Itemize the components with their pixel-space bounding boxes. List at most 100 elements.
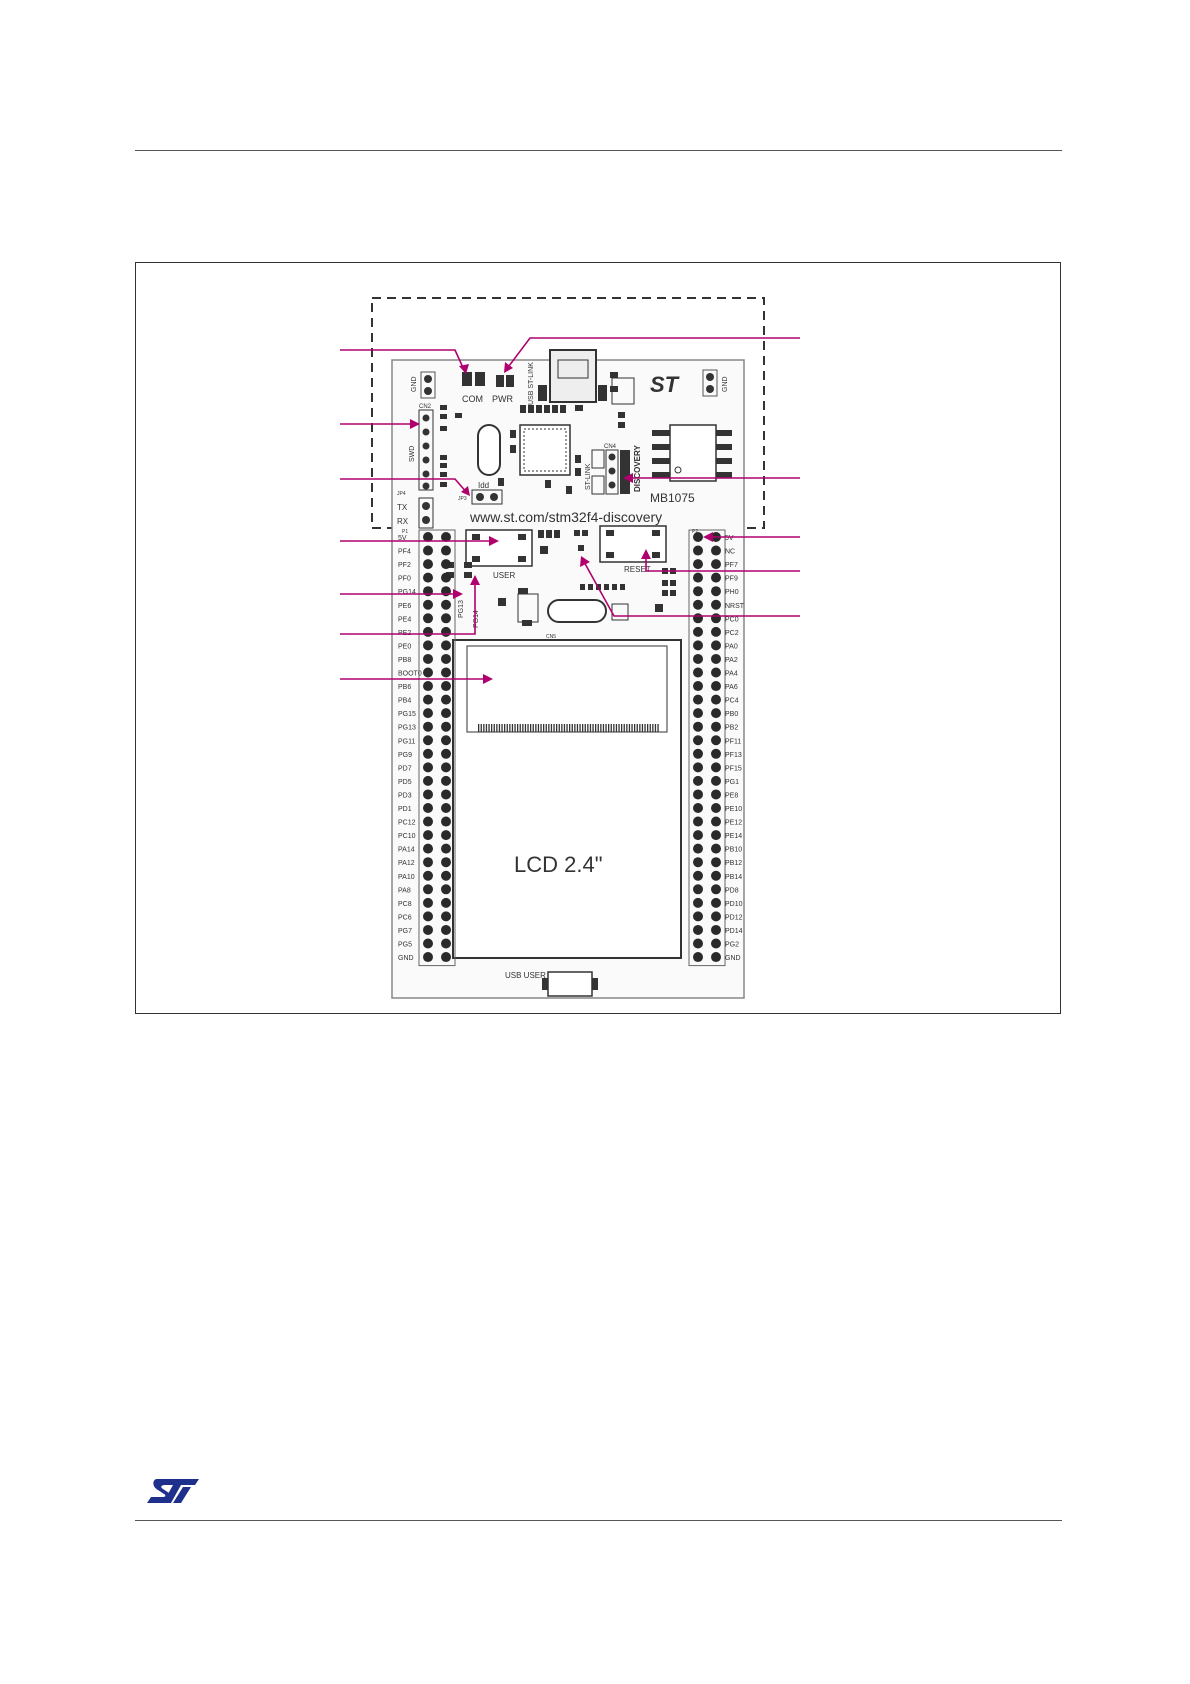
pg14-label: PG14 [473,610,480,628]
lcd-pin [600,724,602,732]
header-pin [711,708,721,719]
header-pin [693,708,703,719]
board-st-logo: ST [650,372,680,397]
pin-label: PF0 [398,576,411,583]
pin-label: PE10 [725,806,742,813]
pin-label: PG15 [398,711,416,718]
cn4-jumpers [591,449,630,495]
pin-label: PD1 [398,806,412,813]
pin-label: PA6 [725,684,738,691]
pin-label: PF4 [398,549,411,556]
usb-stlink-label: USB ST-LINK [528,362,535,405]
pin-label: PB2 [725,725,738,732]
header-pin [711,870,721,881]
header-pin [423,694,433,705]
pin-label: PD5 [398,779,412,786]
header-pin [423,911,433,922]
pin-label: PG11 [398,738,415,745]
header-pin [423,830,433,841]
pin-label: PC6 [398,914,412,921]
header-pin [711,586,721,597]
usb-user-label: USB USER [505,971,546,980]
lcd-pin [654,724,657,732]
lcd-pin-strip [478,724,659,732]
header-pin [441,681,451,692]
header-pin [711,640,721,651]
lcd-pin [488,724,490,732]
lcd-pin [550,724,553,732]
header-pin [693,586,703,597]
header-pin [441,884,451,895]
pin-label: PF11 [725,738,741,745]
header-pin [711,613,721,624]
lcd-pin [511,724,514,732]
pwr-led-2 [506,375,514,387]
header-pin [711,816,721,827]
jp1-jumper [420,371,436,399]
header-pin [441,830,451,841]
pin-label: PC10 [398,833,416,840]
header-pin [693,626,703,637]
header-pin [423,762,433,773]
pin-label: PF2 [398,562,411,569]
jp2-jumper [702,369,718,397]
callout-arrowheads [410,362,713,684]
header-pin [423,748,433,759]
lcd-pin [480,724,482,732]
header-pin [711,694,721,705]
pin-label: PE4 [398,616,411,623]
reset-label: RESET [624,565,651,574]
pin-label: NC [725,549,735,556]
header-pin [693,748,703,759]
lcd-pin [522,724,524,732]
pin-label: PE0 [398,643,411,650]
user-button [465,529,533,567]
header-pin [441,748,451,759]
lcd-pin [602,724,605,732]
lcd-pin [636,724,638,732]
header-pin [711,830,721,841]
header-pin [423,775,433,786]
header-pin [441,803,451,813]
header-pin [423,613,433,624]
header-pin [693,938,703,949]
usb-stlink-pad [598,385,607,401]
header-pin [693,613,703,624]
header-pin [693,897,703,908]
pin-label: PB10 [725,847,742,854]
reset-button [599,525,667,563]
lcd-pin [483,724,485,732]
pin-label: PB4 [398,698,411,705]
lcd-pin [621,724,623,732]
pin-label: PB6 [398,684,411,691]
lcd-pin [558,724,560,732]
header-pin [423,626,433,637]
header-pin [441,708,451,719]
header-pin [423,708,433,719]
header-pin [441,572,451,583]
lcd-pin [540,724,542,732]
header-pin [693,952,703,963]
header-pin [693,924,703,935]
lcd-label: LCD 2.4" [514,852,603,877]
header-pin [441,721,451,732]
u1-chip [611,377,635,405]
header-pin [441,640,451,651]
lcd-pin [514,724,516,732]
header-pin [441,897,451,908]
lcd-pin [506,724,508,732]
header-pin [423,653,433,664]
pin-label: PA12 [398,860,415,867]
pg13-label: PG13 [458,600,465,618]
lcd-pin [569,724,571,732]
lcd-pin [595,724,597,732]
lcd-pin [582,724,584,732]
header-pin [441,789,451,800]
pin-label: 5V [398,535,407,542]
rx-label: RX [397,517,409,526]
pin-label: PG7 [398,928,412,935]
lcd-pin [647,724,649,732]
lcd-pin [501,724,503,732]
header-pin [711,924,721,935]
